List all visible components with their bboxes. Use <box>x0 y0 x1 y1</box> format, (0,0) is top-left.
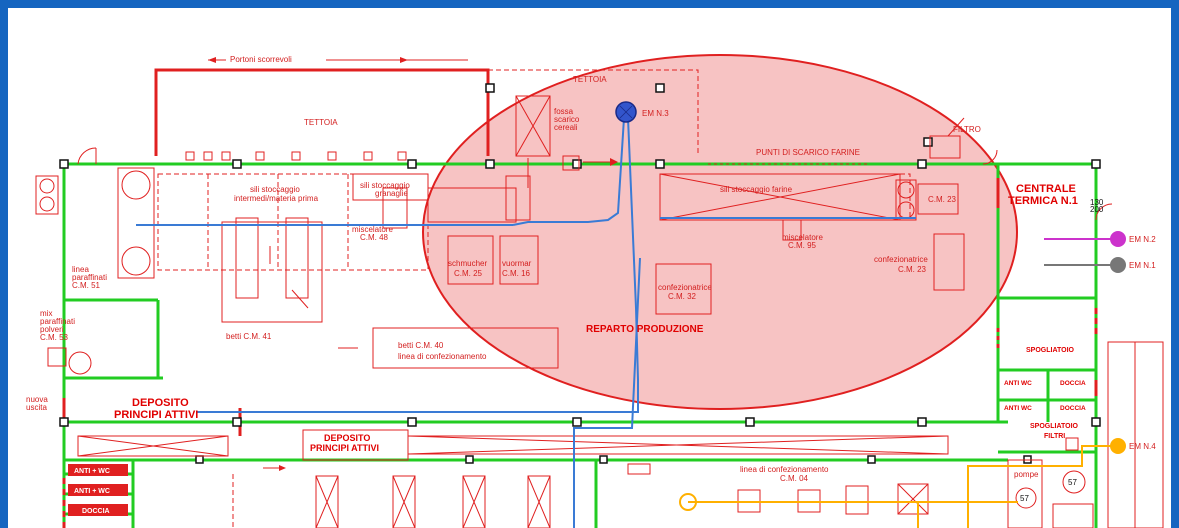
centrale-termica-label: CENTRALE <box>1016 183 1076 195</box>
em3-label: EM N.3 <box>642 109 669 118</box>
confezionatrice-32-label-2: C.M. 32 <box>668 292 697 301</box>
deposito-label-2b: PRINCIPI ATTIVI <box>310 443 379 453</box>
miscelatore-48-label: miscelatore <box>352 225 393 234</box>
linea-51-label: linea <box>72 265 89 274</box>
schmucker-label: schmucher <box>448 259 487 268</box>
mix-label-2: paraffinati <box>40 317 75 326</box>
linea-51-label-3: C.M. 51 <box>72 281 101 290</box>
confezionatrice-32-label: confezionatrice <box>658 283 712 292</box>
sliding-doors: Portoni scorrevoli <box>154 54 490 156</box>
nuova-uscita-label-2: uscita <box>26 403 47 412</box>
mix-label-3: polveri <box>40 325 64 334</box>
vuormar-label: vuormar <box>502 259 532 268</box>
left-service-rooms: ANTI + WC ANTI + WC DOCCIA <box>68 464 128 516</box>
dimension-130: 130 <box>1090 198 1104 207</box>
pump-57-label-2: 57 <box>1068 478 1077 487</box>
sili-farine-label: sili stoccaggio farine <box>720 185 793 194</box>
production-zone <box>422 54 1018 410</box>
confezionatrice-23-label-2: C.M. 23 <box>898 265 927 274</box>
anti-wc-left-label-2: ANTI + WC <box>74 488 110 495</box>
sili-granaglie-label-2: granaglie <box>375 189 408 198</box>
betti-41-label: betti C.M. 41 <box>226 332 272 341</box>
sili-left-label: sili stoccaggio <box>250 185 300 194</box>
fossa-label-2: scarico <box>554 115 580 124</box>
blue-lines <box>136 117 916 528</box>
betti-40-label: betti C.M. 40 <box>398 341 444 350</box>
tettoia-right-label: TETTOIA <box>573 75 607 84</box>
deposito-label-1: DEPOSITO <box>132 397 189 409</box>
miscelatore-48-label-2: C.M. 48 <box>360 233 389 242</box>
em4-label: EM N.4 <box>1129 442 1156 451</box>
centrale-termica-label-2: TERMICA N.1 <box>1008 195 1078 207</box>
doccia-left-label: DOCCIA <box>82 508 110 515</box>
mix-label-4: C.M. 53 <box>40 333 69 342</box>
punti-scarico-label: PUNTI DI SCARICO FARINE <box>756 148 860 157</box>
anti-wc-label-1: ANTI WC <box>1004 380 1032 387</box>
floor-plan: Portoni scorrevoli <box>26 54 1164 528</box>
em2-label: EM N.2 <box>1129 235 1156 244</box>
miscelatore-95-label: miscelatore <box>782 233 823 242</box>
confezionatrice-23-label: confezionatrice <box>874 255 928 264</box>
vuormar-label-2: C.M. 16 <box>502 269 531 278</box>
spogliatoio-filtri-label-2: FILTRI <box>1044 433 1065 440</box>
arrows <box>263 158 618 471</box>
portoni-label: Portoni scorrevoli <box>230 55 292 64</box>
fossa-label-3: cereali <box>554 123 578 132</box>
equipment-production <box>427 95 965 315</box>
em-markers <box>615 101 1126 454</box>
reparto-produzione-label: REPARTO PRODUZIONE <box>586 324 704 335</box>
filtro-label: FILTRO <box>953 125 981 134</box>
em2-marker[interactable] <box>1110 231 1126 247</box>
spogliatoio-filtri-label: SPOGLIATOIO <box>1030 423 1079 430</box>
miscelatore-95-label-2: C.M. 95 <box>788 241 817 250</box>
spogliatoio-label: SPOGLIATOIO <box>1026 347 1075 354</box>
wall-windows <box>185 151 407 161</box>
anti-wc-left-label-1: ANTI + WC <box>74 468 110 475</box>
deposito-label-2: DEPOSITO <box>324 433 370 443</box>
betti-40-label-2: linea di confezionamento <box>398 352 487 361</box>
equipment-lower <box>77 341 1164 528</box>
equipment-left <box>35 167 559 375</box>
nuova-uscita-label: nuova <box>26 395 48 404</box>
service-lines-right <box>679 238 1112 528</box>
schmucker-label-2: C.M. 25 <box>454 269 483 278</box>
pompe-label: pompe <box>1014 470 1039 479</box>
dimension-200: 200 <box>1090 205 1104 214</box>
sili-left-label-2: intermedi/materia prima <box>234 194 319 203</box>
cm23-label: C.M. 23 <box>928 195 957 204</box>
linea-51-label-2: paraffinati <box>72 273 107 282</box>
linea-04-label: linea di confezionamento <box>740 465 829 474</box>
em1-marker[interactable] <box>1110 257 1126 273</box>
deposito-label-1b: PRINCIPI ATTIVI <box>114 409 198 421</box>
em4-marker[interactable] <box>1110 438 1126 454</box>
anti-wc-label-2: ANTI WC <box>1004 405 1032 412</box>
tettoia-left-label: TETTOIA <box>304 118 338 127</box>
em1-label: EM N.1 <box>1129 261 1156 270</box>
linea-04-label-2: C.M. 04 <box>780 474 809 483</box>
fossa-label: fossa <box>554 107 574 116</box>
doccia-label-1: DOCCIA <box>1060 380 1086 387</box>
doccia-label-2: DOCCIA <box>1060 405 1086 412</box>
pump-57-label: 57 <box>1020 494 1029 503</box>
mix-label: mix <box>40 309 52 318</box>
sili-granaglie-label: sili stoccaggio <box>360 181 410 190</box>
